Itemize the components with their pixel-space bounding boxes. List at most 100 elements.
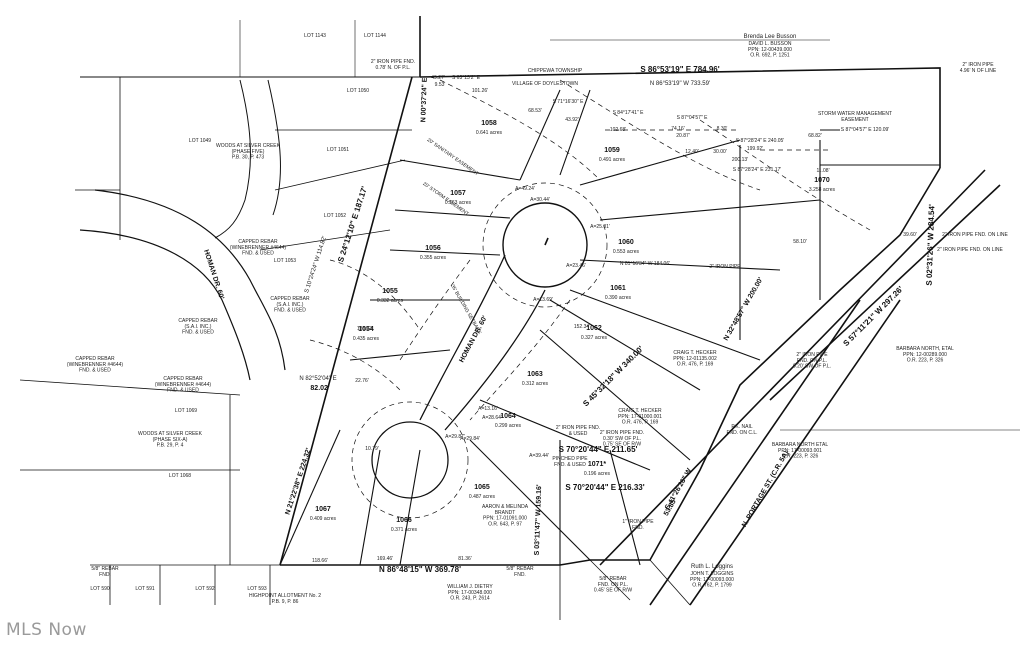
- lot-1065-number: 1065: [474, 484, 490, 491]
- label-bearings-l1071_s: S 70°20'44" E 216.33': [565, 483, 644, 492]
- label-labels-sanitary: 20' SANITARY EASEMENT: [426, 137, 480, 177]
- label-bearings-s_1065: S 03°11'47" W 159.16': [533, 484, 543, 556]
- label-bearings-l1071_n: S 70°20'44" E 211.65': [559, 445, 638, 454]
- lot-1065-area: 0.487 acres: [469, 494, 496, 500]
- label-dims-d2984: A=29.84': [460, 436, 480, 442]
- label-dims-d43: 43.92': [565, 117, 579, 123]
- lot-1070-area: 3.258 acres: [809, 187, 836, 193]
- label-monuments-capped2: CAPPED REBAR(S.A.I. INC.)FND. & USED: [270, 296, 310, 314]
- lot-1064-number: 1064: [500, 413, 516, 420]
- label-dims-d30: 30.00': [713, 149, 727, 155]
- label-adjacent_lots-l590: LOT 590: [90, 586, 110, 592]
- label-dims-d169: 169.46': [377, 556, 393, 562]
- label-owners-loggins_top: Ruth L. Loggins: [691, 564, 733, 570]
- label-dims-d68: 68.53': [528, 108, 542, 114]
- lot-1067-number: 1067: [315, 506, 331, 513]
- lot-1070-number: 1070: [814, 177, 830, 184]
- lot-1055-number: 1055: [382, 288, 398, 295]
- label-dims-d5810: 58.10': [793, 239, 807, 245]
- lot-1060-number: 1060: [618, 239, 634, 246]
- label-dims-d101: 101.26': [472, 88, 488, 94]
- label-dims-d118: 118.66': [312, 558, 328, 564]
- label-dims-d11: 11.08': [816, 168, 829, 174]
- label-monuments-ipf_e2: 2" IRON PIPE FND. ON LINE: [937, 247, 1003, 253]
- label-dims-d20: 20.87': [676, 133, 690, 139]
- label-bearings-s_87b: S 87°28'24" E 231.17': [733, 167, 782, 173]
- lot-1063-number: 1063: [527, 371, 543, 378]
- mls-now-watermark: MLS Now: [6, 620, 87, 640]
- lot-lines: [279, 89, 940, 566]
- label-dims-d2376: 22.76': [355, 378, 369, 384]
- lot-1066-number: 1066: [396, 517, 412, 524]
- lot-1060-area: 0.553 acres: [613, 249, 640, 255]
- label-monuments-capped3: CAPPED REBAR(S.A.I. INC.)FND. & USED: [178, 318, 218, 336]
- label-bearings-west_a: N 00°37'24" E: [419, 77, 429, 122]
- label-adjacent_lots-l1052: LOT 1052: [324, 213, 346, 219]
- label-adjacent_lots-l1069: LOT 1069: [175, 408, 197, 414]
- label-labels-woods6: WOODS AT SILVER CREEK(PHASE SIX-A)P.B. 2…: [138, 431, 203, 449]
- label-monuments-capped4: CAPPED REBAR(WINEBRENNER #4644)FND. & US…: [67, 356, 123, 374]
- label-labels-village: VILLAGE OF DOYLESTOWN: [512, 81, 578, 87]
- label-monuments-capped1: CAPPED REBAR(WINEBRENNER #4644)FND. & US…: [230, 239, 286, 257]
- label-monuments-capped5: CAPPED REBAR(WINEBRENNER #4644)FND. & US…: [155, 376, 211, 394]
- lot-1054-number: 1054: [358, 326, 374, 333]
- label-bearings-east: S 02°31'26" W 284.54': [925, 204, 937, 286]
- label-dims-d53: 9.53': [435, 82, 446, 88]
- label-adjacent_lots-l593: LOT 593: [247, 586, 267, 592]
- lot-1059-area: 0.491 acres: [599, 157, 626, 163]
- label-monuments-ipf_e1: 2" IRON PIPE FND. ON LINE: [942, 232, 1008, 238]
- label-bearings-l1055: S 10°24'24" W 114.82': [304, 236, 328, 294]
- label-dims-d2987: A=29.87': [445, 434, 465, 440]
- label-owners-busson_top: Brenda Lee Busson: [744, 34, 797, 40]
- label-dims-d1316: A=13.16': [478, 406, 498, 412]
- label-dims-d3944: A=39.44': [529, 453, 549, 459]
- label-dims-d4924: A=49.24': [515, 186, 535, 192]
- lot-1062-number: 1062: [586, 325, 602, 332]
- label-labels-woods5: WOODS AT SILVER CREEK(PHASE FIVE)P.B. 30…: [216, 143, 281, 161]
- label-dims-d8: 8.30': [717, 126, 728, 132]
- label-labels-homan_dr_west: HOMAN DR. 60': [202, 249, 225, 301]
- label-bearings-north: S 86°53'19" E 784.96': [640, 65, 719, 74]
- label-bearings-s_71: S 71°16'30" E: [553, 99, 585, 105]
- label-bearings-len82: 82.02': [310, 385, 330, 392]
- label-dims-d3044: A=30.44': [530, 197, 550, 203]
- label-adjacent_lots-l1053: LOT 1053: [274, 258, 296, 264]
- lot-1061-number: 1061: [610, 285, 626, 292]
- n-portage-st: [599, 169, 1020, 606]
- label-labels-chippewa: CHIPPEWA TOWNSHIP: [528, 68, 583, 74]
- label-bearings-n_81: N 81°16'34" W 184.06': [620, 261, 670, 267]
- label-bearings-s_87: S 87°04'57" E: [677, 115, 709, 121]
- label-bearings-l1067: N 21°22'38" E 224.32': [284, 447, 313, 516]
- lot-1058-number: 1058: [481, 120, 497, 127]
- label-adjacent_lots-l591: LOT 591: [135, 586, 155, 592]
- label-dims-d81: 81.36': [458, 556, 472, 562]
- label-dims-d2346: A=23.46': [566, 263, 586, 269]
- lot-1056-area: 0.355 acres: [420, 255, 447, 261]
- label-bearings-l1062: S 45°32'18" W 340.00': [581, 344, 645, 408]
- homan-dr-center: [399, 254, 571, 431]
- lot-1062-area: 0.327 acres: [581, 335, 608, 341]
- label-bearings-s_63: S 63°13'2" E: [452, 75, 481, 81]
- label-dims-d152: 152.34': [574, 324, 590, 330]
- lot-1056-number: 1056: [425, 245, 441, 252]
- label-bearings-s_84: S 84°17'41" E: [613, 110, 645, 116]
- lot-1066-area: 0.371 acres: [391, 527, 418, 533]
- label-dims-d1240: 12.40': [685, 149, 699, 155]
- label-dims-d2581: A=25.81': [590, 224, 610, 230]
- subdivision-boundary: [279, 16, 941, 566]
- label-dims-d200: 200.13': [732, 157, 748, 163]
- label-adjacent_lots-l1068: LOT 1068: [169, 473, 191, 479]
